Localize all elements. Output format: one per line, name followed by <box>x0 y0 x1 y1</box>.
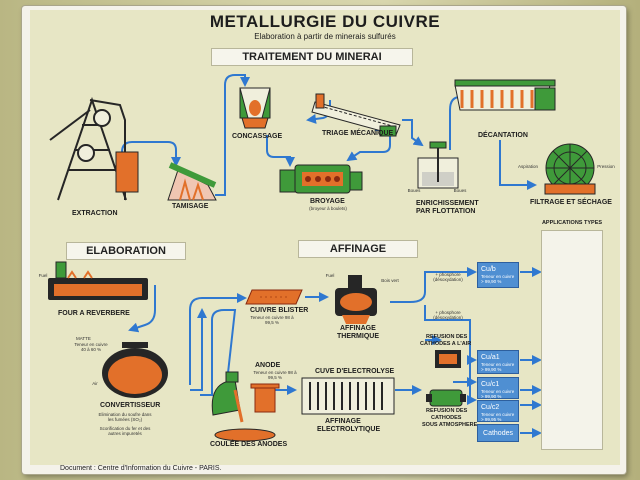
label-electrolytique-2: ELECTROLYTIQUE <box>317 426 381 433</box>
broyage-ball-mill <box>279 164 363 194</box>
note-boues-2: Boues <box>453 188 467 193</box>
label-cuve: CUVE D'ELECTROLYSE <box>315 368 395 375</box>
product-cu-a1: Cu/a1 Teneur en cuivre > 99,90 % <box>477 350 519 374</box>
label-filtrage: FILTRAGE ET SÉCHAGE <box>530 199 612 206</box>
note-phosphore-2: + phosphore (désoxydation) <box>433 310 463 320</box>
product-name: Cu/b <box>481 266 496 273</box>
product-name: Cu/c2 <box>481 404 500 411</box>
label-tamisage: TAMISAGE <box>172 203 209 210</box>
product-name: Cu/c1 <box>481 381 500 388</box>
applications-panel <box>541 230 603 450</box>
extraction-ore-bin <box>115 151 139 193</box>
filtrage-drum <box>544 143 596 195</box>
poster-footer: Document : Centre d'Information du Cuivr… <box>60 465 222 472</box>
four-reverbere <box>48 261 148 300</box>
poster-title: METALLURGIE DU CUIVRE <box>209 12 441 31</box>
decantation-tank <box>454 79 556 111</box>
banner-affinage: AFFINAGE <box>298 240 418 258</box>
product-note: Teneur en cuivre > 99,90 % <box>481 362 515 372</box>
note-anode-teneur: Teneur en cuivre 98 à 99,5 % <box>253 370 297 380</box>
triage-conveyor <box>311 93 401 137</box>
label-anode: ANODE <box>255 362 281 369</box>
label-affinage-thermique-2: THERMIQUE <box>337 333 379 340</box>
note-convertisseur: Elimination du soufre dans les fumées (S… <box>98 412 152 422</box>
product-note: Teneur en cuivre > 99,90 % <box>481 274 515 284</box>
banner-elaboration: ELABORATION <box>66 242 186 260</box>
anode-plate <box>250 383 280 413</box>
label-applications: APPLICATIONS TYPES <box>541 220 603 226</box>
label-refusion-air-2: CATHODES A L'AIR <box>420 341 472 347</box>
label-refusion-atm-1: REFUSION DES <box>426 408 468 414</box>
diagram-graphics <box>48 74 596 442</box>
product-cu-c1: Cu/c1 Teneur en cuivre > 99,90 % <box>477 377 519 399</box>
product-note: Teneur en cuivre > 99,90 % <box>481 389 515 399</box>
label-coulee: COULÉE DES ANODES <box>210 441 288 448</box>
coulee-anodes-wheel <box>211 371 276 442</box>
label-broyage: BROYAGE <box>310 198 345 205</box>
banner-traitement: TRAITEMENT DU MINERAI <box>211 48 413 66</box>
note-aspiration: Aspiration <box>517 164 538 169</box>
label-blister: CUIVRE BLISTER <box>250 307 309 314</box>
label-enrichissement-2: PAR FLOTTATION <box>416 208 476 215</box>
note-bois-vert: Bois vert <box>381 278 399 283</box>
product-cu-b: Cu/b Teneur en cuivre > 99,90 % <box>477 262 519 288</box>
label-four: FOUR A REVERBERE <box>58 310 130 317</box>
poster-subtitle: Elaboration à partir de minerais sulfuré… <box>254 32 396 41</box>
label-convertisseur: CONVERTISSEUR <box>100 402 161 409</box>
product-cu-c2: Cu/c2 Teneur en cuivre > 99,95 % <box>477 400 519 422</box>
note-phosphore-1: + phosphore (désoxydation) <box>433 272 463 282</box>
note-fuel-2: Fuel <box>325 273 335 278</box>
label-electrolytique-1: AFFINAGE <box>325 418 361 425</box>
note-scorification: Scorification du fer et des autres impur… <box>99 426 151 436</box>
label-refusion-atm-2: CATHODES <box>431 415 462 421</box>
label-refusion-atm-3: SOUS ATMOSPHERE <box>422 422 478 428</box>
note-pression: Pression <box>597 164 615 169</box>
label-enrichissement-1: ENRICHISSEMENT <box>416 200 479 207</box>
extraction-headframe <box>49 96 127 201</box>
product-note: Teneur en cuivre > 99,95 % <box>481 412 515 422</box>
refusion-atmosphere-furnace <box>426 389 466 407</box>
flottation-cell <box>417 141 459 189</box>
note-fuel: Fuel <box>38 273 48 278</box>
label-refusion-air-1: REFUSION DES <box>426 334 468 340</box>
product-cathodes: Cathodes <box>477 424 519 442</box>
label-concassage: CONCASSAGE <box>232 133 283 140</box>
note-matte-teneur: Teneur en cuivre 40 à 60 % <box>74 342 108 352</box>
convertisseur-vessel <box>102 342 168 398</box>
product-name: Cathodes <box>483 430 513 437</box>
label-decantation: DÉCANTATION <box>478 132 528 139</box>
note-air: Air <box>92 381 98 386</box>
affinage-thermique-furnace <box>335 275 377 324</box>
product-name: Cu/a1 <box>481 354 500 361</box>
concassage-crusher <box>239 87 271 129</box>
note-matte: MATTE <box>76 336 91 341</box>
label-affinage-thermique-1: AFFINAGE <box>340 325 376 332</box>
electrolyse-tank <box>301 377 395 415</box>
note-blister-teneur: Teneur en cuivre 98 à 99,5 % <box>250 315 294 325</box>
note-boues: Boues <box>407 188 421 193</box>
poster: METALLURGIE DU CUIVRE Elaboration à part… <box>30 10 620 472</box>
note-broyage: (broyeur à boulets) <box>309 206 347 211</box>
label-triage: TRIAGE MÉCANIQUE <box>322 130 394 137</box>
refusion-air-furnace <box>435 350 461 368</box>
tamisage-screen <box>167 162 217 201</box>
flow-arrows-affinage <box>128 267 542 438</box>
label-extraction: EXTRACTION <box>72 210 118 217</box>
blister-plate <box>245 289 303 305</box>
